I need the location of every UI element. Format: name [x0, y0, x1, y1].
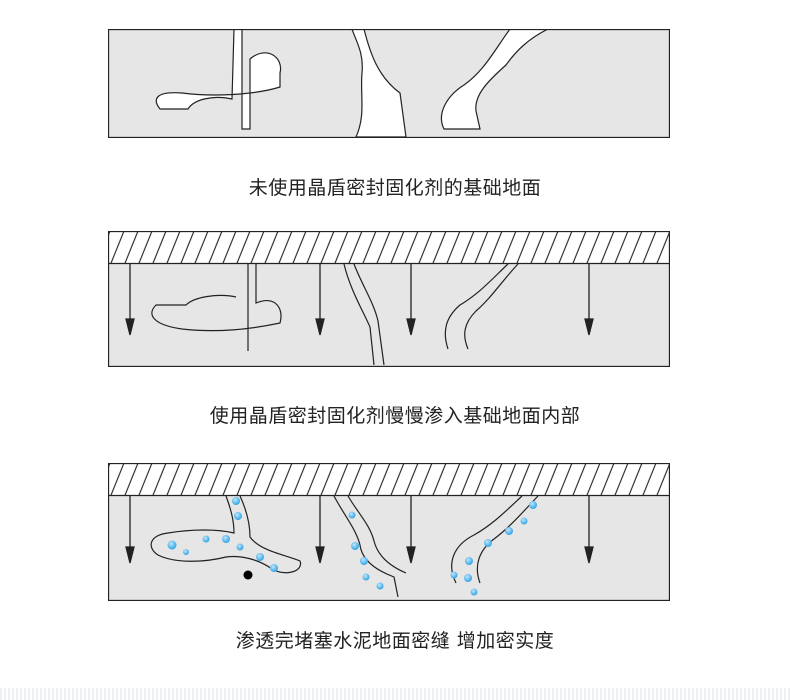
concrete-block — [108, 263, 670, 367]
bottom-decorative-strip — [0, 688, 790, 700]
sealer-hatch — [108, 463, 670, 496]
crack-1-outline — [151, 264, 282, 351]
sealing-crystals — [167, 497, 537, 596]
crack-3 — [440, 29, 549, 130]
untreated-floor-diagram — [108, 29, 670, 138]
caption-penetrating: 使用晶盾密封固化剂慢慢渗入基础地面内部 — [209, 405, 581, 427]
crack-2-outline — [333, 495, 407, 598]
impurity-dot — [243, 570, 253, 580]
caption-untreated: 未使用晶盾密封固化剂的基础地面 — [248, 177, 542, 199]
crack-3-outline — [444, 263, 519, 350]
sealed-floor-svg — [108, 463, 670, 601]
penetration-arrows — [125, 496, 594, 564]
penetration-arrows — [125, 264, 594, 336]
block-outline — [108, 463, 670, 601]
sealed-floor-diagram — [108, 463, 670, 601]
crack-1 — [155, 29, 282, 130]
untreated-floor-svg — [108, 29, 670, 138]
block-outline — [108, 29, 670, 138]
crack-2-outline — [343, 263, 385, 366]
block-outline — [108, 231, 670, 367]
concrete-block — [108, 495, 670, 601]
caption-sealed: 渗透完堵塞水泥地面密缝 增加密实度 — [235, 630, 555, 652]
crack-3-outline — [451, 495, 539, 584]
penetrating-floor-svg — [108, 231, 670, 367]
sealer-hatch — [108, 231, 670, 264]
crack-2 — [351, 29, 407, 138]
crack-1-outline — [150, 495, 302, 574]
penetrating-floor-diagram — [108, 231, 670, 367]
